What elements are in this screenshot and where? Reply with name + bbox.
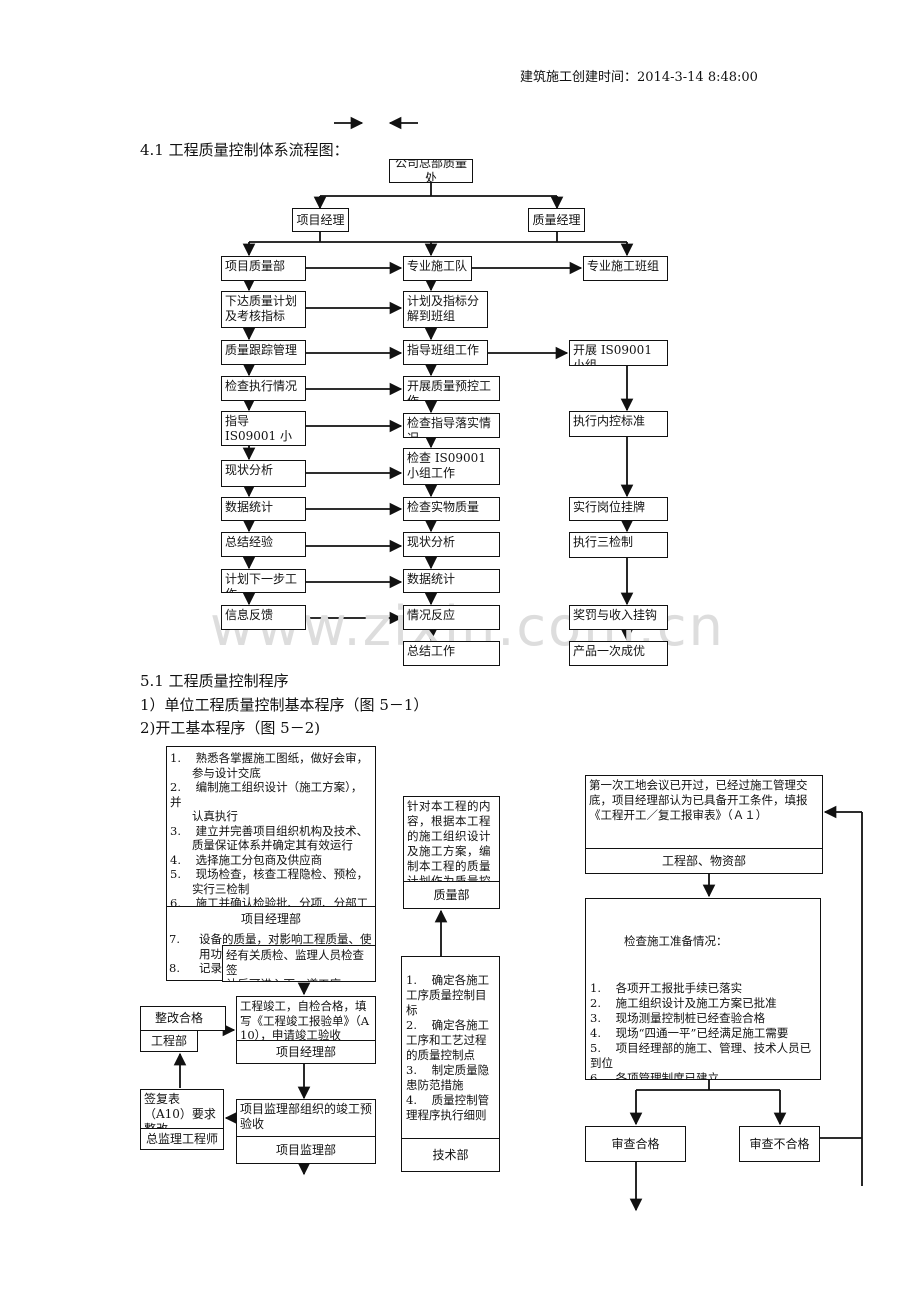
sign-off-text-box: 签复表（A10）要求整改 — [140, 1089, 224, 1129]
col1-item-4: 检查执行情况 — [221, 376, 306, 401]
col2-item-8: 现状分析 — [403, 532, 500, 557]
col3-item-1: 专业施工班组 — [583, 256, 668, 281]
pm-label-box: 项目经理部 — [166, 906, 376, 932]
review-fail-box: 审查不合格 — [739, 1126, 820, 1162]
created-time: 建筑施工创建时间：2014-3-14 8:48:00 — [520, 70, 758, 85]
tech-dept-label-box: 技术部 — [401, 1138, 500, 1172]
col2-item-2: 计划及指标分解到班组 — [403, 291, 488, 328]
quality-dept-text-box: 针对本工程的内容，根据本工程的施工组织设计及施工方案，编制本工程的质量计划作为质… — [403, 796, 500, 884]
section-5-1-sub2: 2)开工基本程序（图 5－2) — [140, 719, 321, 737]
pm-items-cont-text: 设备的质量，对影响工程质量、使 用功 记录 — [199, 932, 372, 975]
quality-manager-box: 质量经理 — [528, 208, 585, 232]
col1-item-6: 现状分析 — [221, 460, 306, 487]
col3-item-7: 产品一次成优 — [569, 641, 668, 666]
col1-item-8: 总结经验 — [221, 532, 306, 557]
supervision-text-box: 项目监理部组织的竣工预验收 — [236, 1099, 376, 1137]
first-meeting-label-box: 工程部、物资部 — [585, 848, 823, 874]
rectified-label-box: 工程部 — [140, 1030, 198, 1052]
col2-item-1: 专业施工队 — [403, 256, 472, 281]
col2-item-3: 指导班组工作 — [403, 340, 488, 365]
quality-dept-label-box: 质量部 — [403, 881, 500, 909]
first-meeting-text-box: 第一次工地会议已开过，已经过施工管理交底，项目经理部认为已具备开工条件，填报《工… — [585, 775, 823, 849]
col1-item-1: 项目质量部 — [221, 256, 306, 281]
review-pass-box: 审查合格 — [585, 1126, 686, 1162]
overlap-check-box: 经有关质检、监理人员检查签 认后可进入下一道工序 — [222, 945, 376, 982]
col2-item-4: 开展质量预控工作 — [403, 376, 500, 401]
col1-item-2: 下达质量计划及考核指标 — [221, 291, 306, 328]
section-4-1-title: 4.1 工程质量控制体系流程图： — [140, 141, 349, 159]
completion-label-box: 项目经理部 — [236, 1040, 376, 1064]
col1-item-5: 指导 IS09001 小组工作 — [221, 411, 306, 446]
supervision-label-box: 项目监理部 — [236, 1136, 376, 1164]
prep-check-box: 检查施工准备情况： 1. 各项开工报批手续已落实 2. 施工组织设计及施工方案已… — [585, 898, 821, 1080]
pm-items-cont-numbers: 7. 8. — [169, 932, 180, 975]
col2-item-11: 总结工作 — [403, 641, 500, 666]
sign-off-label-box: 总监理工程师 — [140, 1128, 224, 1150]
col2-item-9: 数据统计 — [403, 569, 500, 593]
col3-item-4: 实行岗位挂牌 — [569, 497, 668, 521]
col1-item-3: 质量跟踪管理 — [221, 340, 306, 365]
col3-item-2: 开展 IS09001 小组 — [569, 340, 668, 366]
pm-items-box: 1. 熟悉各掌握施工图纸，做好会审， 参与设计交底 2. 编制施工组织设计（施工… — [166, 746, 376, 908]
hq-quality-box: 公司总部质量处 — [389, 159, 473, 183]
prep-check-title: 检查施工准备情况： — [624, 934, 728, 948]
completion-text-box: 工程竣工，自检合格，填写《工程竣工报验单》（A 10），申请竣工验收 — [236, 996, 376, 1041]
section-5-1-title: 5.1 工程质量控制程序 — [140, 672, 289, 690]
col2-item-5: 检查指导落实情况 — [403, 413, 500, 438]
col1-item-9: 计划下一步工作 — [221, 569, 306, 593]
col3-item-3: 执行内控标准 — [569, 411, 668, 437]
rectified-ok-box: 整改合格 — [140, 1006, 226, 1031]
prep-check-items: 1. 各项开工报批手续已落实 2. 施工组织设计及施工方案已批准 3. 现场测量… — [590, 981, 812, 1080]
col1-item-10: 信息反馈 — [221, 605, 306, 630]
col2-item-7: 检查实物质量 — [403, 497, 500, 521]
col2-item-6: 检查 IS09001 小组工作 — [403, 448, 500, 485]
project-manager-box: 项目经理 — [292, 208, 349, 232]
section-5-1-sub1: 1）单位工程质量控制基本程序（图 5－1） — [140, 696, 429, 714]
tech-dept-text-box: 1. 确定各施工工序质量控制目标 2. 确定各施工工序和工艺过程的质量控制点 3… — [401, 956, 500, 1139]
col3-item-5: 执行三检制 — [569, 532, 668, 558]
col2-item-10: 情况反应 — [403, 605, 500, 630]
col1-item-7: 数据统计 — [221, 497, 306, 521]
col3-item-6: 奖罚与收入挂钩 — [569, 605, 668, 630]
